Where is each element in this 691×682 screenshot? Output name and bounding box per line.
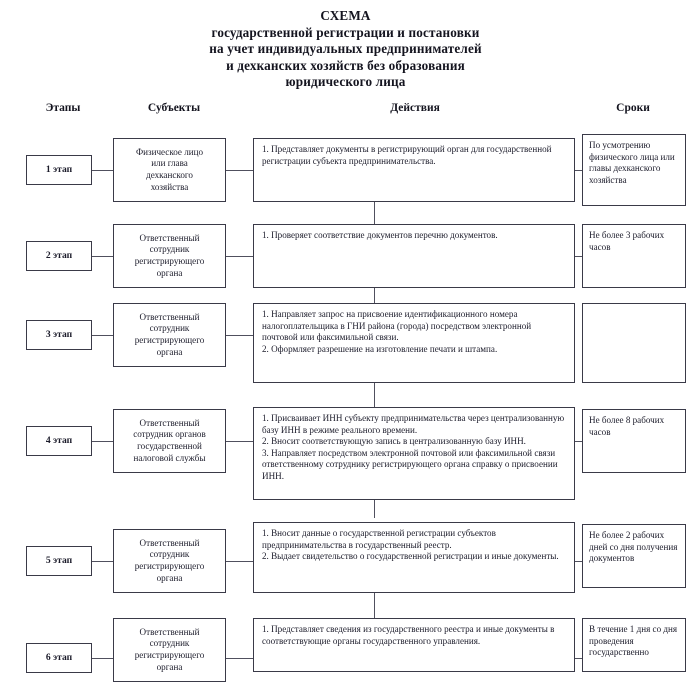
action-box-3[interactable]: 1. Направляет запрос на присвоение идент… <box>253 303 575 383</box>
stage-box-1[interactable]: 1 этап <box>26 155 92 185</box>
subject-text-6: Ответственный сотрудник регистрирующего … <box>134 626 205 672</box>
column-headers: Этапы Субъекты Действия Сроки <box>0 102 691 122</box>
connector-subject-action-2 <box>226 256 253 257</box>
term-box-1[interactable]: По усмотрению физического лица или главы… <box>582 134 686 206</box>
subject-box-4[interactable]: Ответственный сотрудник органов государс… <box>113 409 226 473</box>
stage-box-5[interactable]: 5 этап <box>26 546 92 576</box>
connector-stage-subject-4 <box>92 441 113 442</box>
connector-action-term-1 <box>575 170 582 171</box>
term-box-4[interactable]: Не более 8 рабочих часов <box>582 409 686 473</box>
connector-action-term-4 <box>575 441 582 442</box>
connector-subject-action-1 <box>226 170 253 171</box>
column-header-subjects: Субъекты <box>147 102 201 114</box>
subject-box-5[interactable]: Ответственный сотрудник регистрирующего … <box>113 529 226 593</box>
connector-vertical-2-3 <box>374 288 375 311</box>
title-line-4: и дехканских хозяйств без образования <box>226 57 465 73</box>
subject-text-2: Ответственный сотрудник регистрирующего … <box>134 232 205 278</box>
connector-vertical-4-5 <box>374 500 375 518</box>
stage-box-4[interactable]: 4 этап <box>26 426 92 456</box>
column-header-stages: Этапы <box>45 102 81 114</box>
connector-subject-action-5 <box>226 561 253 562</box>
subject-text-5: Ответственный сотрудник регистрирующего … <box>134 537 205 583</box>
title-line-3: на учет индивидуальных предпринимателей <box>209 41 482 56</box>
subject-box-3[interactable]: Ответственный сотрудник регистрирующего … <box>113 303 226 367</box>
connector-subject-action-4 <box>226 441 253 442</box>
stage-box-2[interactable]: 2 этап <box>26 241 92 271</box>
title-line-1: СХЕМА <box>320 8 371 23</box>
connector-action-term-5 <box>575 561 582 562</box>
action-box-1[interactable]: 1. Представляет документы в регистрирующ… <box>253 138 575 202</box>
connector-subject-action-6 <box>226 658 253 659</box>
connector-vertical-3-4 <box>374 383 375 407</box>
subject-text-3: Ответственный сотрудник регистрирующего … <box>134 311 205 357</box>
action-box-5[interactable]: 1. Вносит данные о государственной регис… <box>253 522 575 593</box>
connector-stage-subject-3 <box>92 335 113 336</box>
connector-vertical-1-2 <box>374 202 375 225</box>
stage-box-6[interactable]: 6 этап <box>26 643 92 673</box>
subject-box-6[interactable]: Ответственный сотрудник регистрирующего … <box>113 618 226 682</box>
column-header-actions: Действия <box>390 102 440 114</box>
column-header-terms: Сроки <box>616 102 650 114</box>
connector-subject-action-3 <box>226 335 253 336</box>
subject-text-1: Физическое лицо или глава дехканского хо… <box>135 146 204 192</box>
term-box-3[interactable] <box>582 303 686 383</box>
subject-box-2[interactable]: Ответственный сотрудник регистрирующего … <box>113 224 226 288</box>
connector-stage-subject-2 <box>92 256 113 257</box>
connector-stage-subject-6 <box>92 658 113 659</box>
action-box-2[interactable]: 1. Проверяет соответствие документов пер… <box>253 224 575 288</box>
term-box-5[interactable]: Не более 2 рабочих дней со дня получения… <box>582 524 686 588</box>
term-box-2[interactable]: Не более 3 рабочих часов <box>582 224 686 288</box>
connector-stage-subject-5 <box>92 561 113 562</box>
connector-action-term-6 <box>575 658 582 659</box>
subject-box-1[interactable]: Физическое лицо или глава дехканского хо… <box>113 138 226 202</box>
connector-vertical-5-6 <box>374 593 375 618</box>
action-box-6[interactable]: 1. Представляет сведения из государствен… <box>253 618 575 672</box>
title-line-5: юридического лица <box>285 74 406 89</box>
document-title-block: СХЕМА государственной регистрации и пост… <box>0 0 691 91</box>
stage-box-3[interactable]: 3 этап <box>26 320 92 350</box>
title-line-2: государственной регистрации и постановки <box>211 24 480 40</box>
action-box-4[interactable]: 1. Присваивает ИНН субъекту предпринимат… <box>253 407 575 500</box>
term-box-6[interactable]: В течение 1 дня со дня проведения госуда… <box>582 618 686 672</box>
connector-action-term-2 <box>575 256 582 257</box>
connector-stage-subject-1 <box>92 170 113 171</box>
subject-text-4: Ответственный сотрудник органов государс… <box>133 417 206 463</box>
